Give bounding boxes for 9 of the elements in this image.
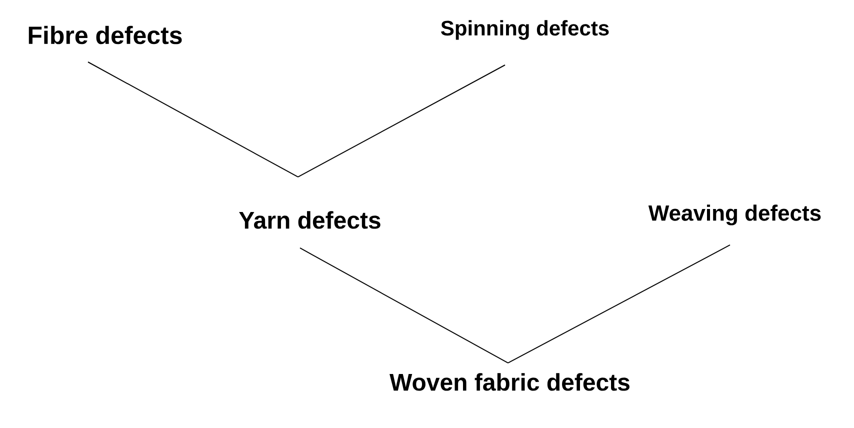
label-text: Fibre defects [28,26,182,44]
connector-line [300,248,508,364]
label-text: Woven fabric defects [390,373,630,391]
connector-line [508,244,730,364]
label-text: Yarn defects [239,211,380,229]
connector-line [88,62,298,178]
connector-line [298,64,506,178]
label-text: Spinning defects [441,20,609,40]
label-text: Weaving defects [648,204,821,226]
